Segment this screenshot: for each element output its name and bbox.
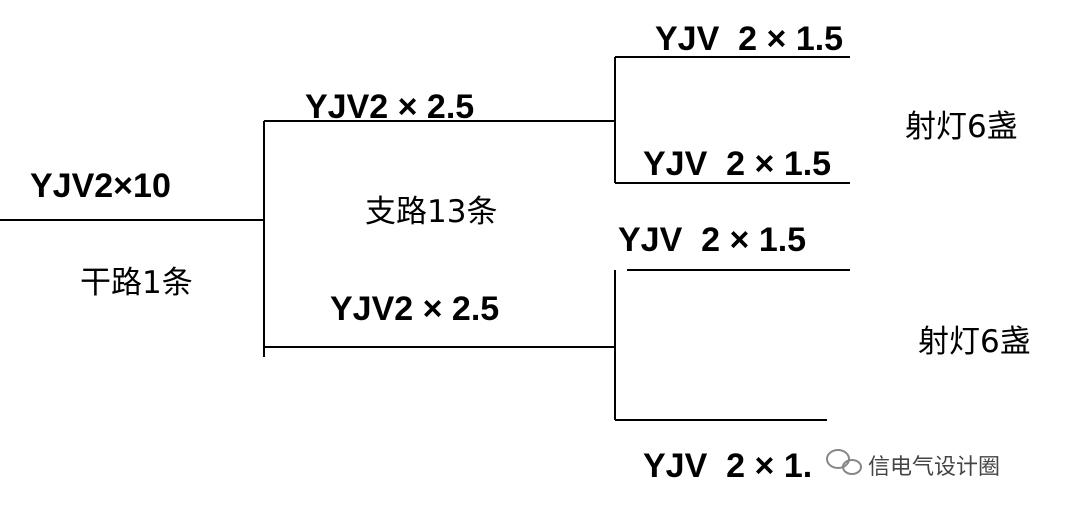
sub-cable-label-1: YJV 2 × 1.5 (655, 20, 843, 58)
trunk-cable-label: YJV2×10 (30, 167, 171, 205)
watermark-text: 信电气设计圈 (868, 455, 1000, 480)
branch-cable-label-lower: YJV2 × 2.5 (330, 290, 499, 328)
group-label-lower: 射灯6盏 (918, 324, 1031, 360)
sub-cable-label-3: YJV 2 × 1.5 (618, 221, 806, 259)
branch-cable-label-upper: YJV2 × 2.5 (305, 88, 474, 126)
sub-cable-label-2: YJV 2 × 1.5 (643, 145, 831, 183)
trunk-count-label: 干路1条 (80, 265, 193, 301)
branch-count-label: 支路13条 (365, 194, 497, 230)
wechat-icon (826, 449, 862, 475)
group-label-upper: 射灯6盏 (905, 109, 1018, 145)
sub-cable-label-4: YJV 2 × 1. (643, 447, 812, 485)
